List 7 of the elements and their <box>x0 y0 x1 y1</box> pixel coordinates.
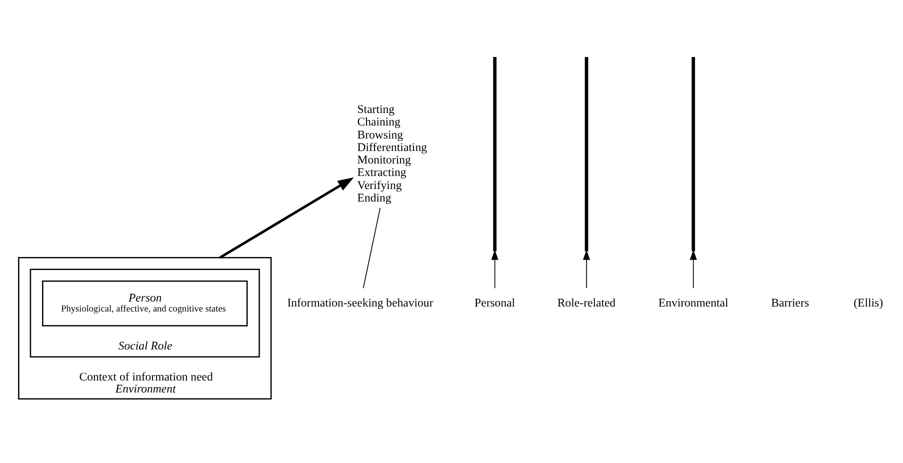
node-text: Environmental <box>658 296 728 310</box>
node-text: Role-related <box>557 296 616 310</box>
label: Barriers <box>771 296 810 310</box>
label: (Ellis) <box>854 296 884 310</box>
node-text: Personal <box>474 296 516 310</box>
node-text: Information-seeking behaviour <box>287 296 434 310</box>
node-text: Starting Chaining Browsing Differentiating Monitoring Extracting Verifying Ending <box>357 103 427 204</box>
